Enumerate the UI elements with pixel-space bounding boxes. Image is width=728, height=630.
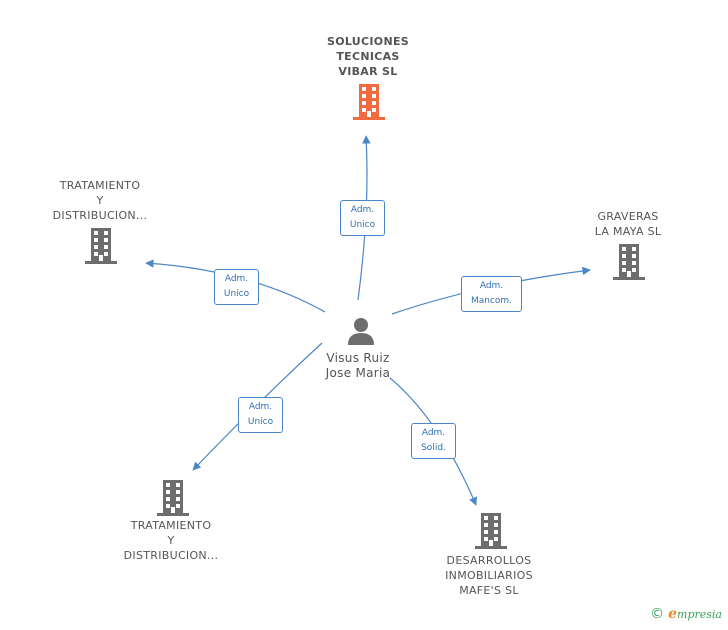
brand-logo-initial: e [668,606,678,622]
company-name-soluciones[interactable]: SOLUCIONES TECNICAS VIBAR SL [327,35,409,78]
company-name-tratamiento-1[interactable]: TRATAMIENTO Y DISTRIBUCION... [52,179,148,222]
company-name-graveras[interactable]: GRAVERAS LA MAYA SL [594,210,662,238]
relation-label-graveras[interactable]: Adm. Mancom. [461,276,522,312]
building-icon[interactable] [157,480,189,516]
relation-label-tratamiento-1[interactable]: Adm. Unico [214,269,259,305]
company-name-desarrollos[interactable]: DESARROLLOS INMOBILIARIOS MAFE'S SL [445,554,533,597]
relation-label-tratamiento-2[interactable]: Adm. Unico [238,397,283,433]
footer-brand: ©empresia [650,606,722,622]
person-name[interactable]: Visus Ruiz Jose Maria [325,351,391,380]
building-icon[interactable] [353,84,385,120]
relation-label-desarrollos[interactable]: Adm. Solid. [411,423,456,459]
person-icon[interactable] [346,316,376,346]
copyright-symbol: © [650,606,665,622]
building-icon[interactable] [85,228,117,264]
building-icon[interactable] [475,513,507,549]
company-name-tratamiento-2[interactable]: TRATAMIENTO Y DISTRIBUCION... [123,519,219,562]
relation-label-soluciones[interactable]: Adm. Unico [340,200,385,236]
brand-logo-text: mpresia [677,608,722,621]
building-icon[interactable] [613,244,645,280]
